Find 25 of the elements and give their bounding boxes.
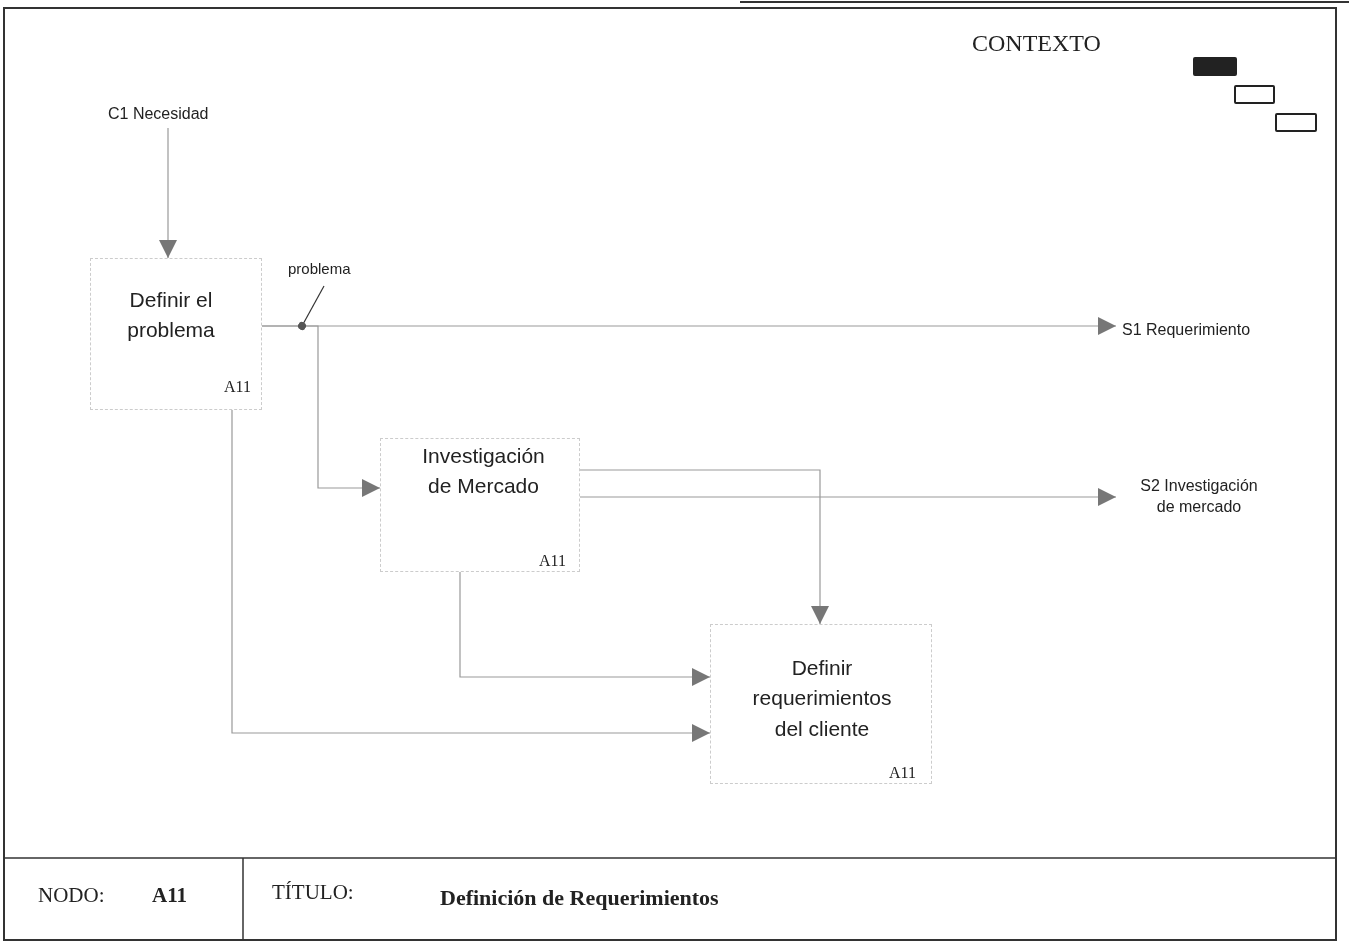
node-number: A11 xyxy=(223,377,251,397)
node-caption: NODO: xyxy=(38,883,105,908)
node-number: A11 xyxy=(888,763,916,783)
context-box xyxy=(1193,57,1237,76)
arrow xyxy=(159,127,177,259)
activity-name: Definir requerimientos del cliente xyxy=(751,655,893,742)
arrow-label: S2 Investigación de mercado xyxy=(1139,476,1259,517)
arrow xyxy=(459,571,711,686)
arrow-label: problema xyxy=(288,259,352,279)
node-number: A11 xyxy=(538,551,566,571)
context-heading: CONTEXTO xyxy=(972,30,1101,57)
node-number: A11 xyxy=(152,883,187,908)
diagram-title: Definición de Requerimientos xyxy=(440,885,719,911)
arrow xyxy=(579,488,1117,506)
arrow-label: S1 Requerimiento xyxy=(1122,320,1252,340)
arrow xyxy=(579,469,829,625)
context-box xyxy=(1234,85,1275,104)
activity-name: Definir el problema xyxy=(126,287,216,344)
title-caption: TÍTULO: xyxy=(272,880,354,905)
arrow xyxy=(261,325,381,497)
leader-line xyxy=(298,285,325,330)
arrow-label: C1 Necesidad xyxy=(108,104,210,124)
arrow xyxy=(231,409,711,742)
activity-name: Investigación de Mercado xyxy=(421,443,546,500)
context-box xyxy=(1275,113,1317,132)
